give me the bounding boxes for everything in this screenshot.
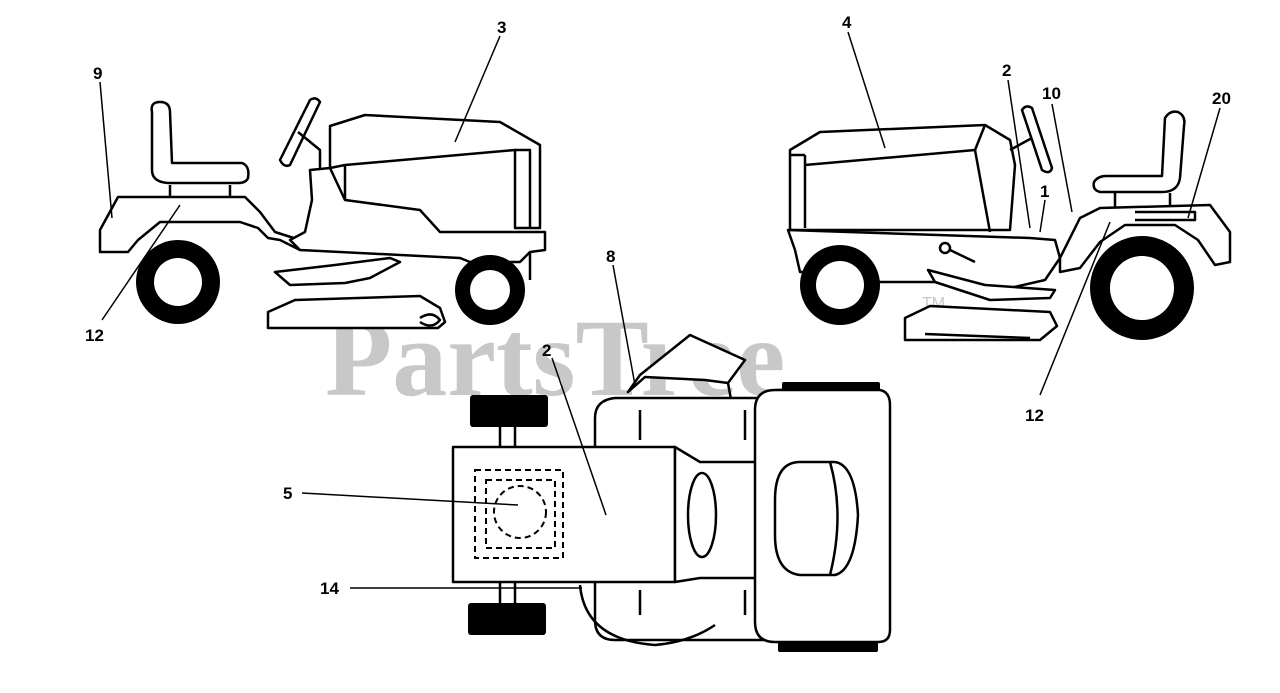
seat-left <box>150 100 250 185</box>
callout-9: 9 <box>93 64 102 83</box>
seat-right <box>1092 110 1186 194</box>
callout-20: 20 <box>1212 89 1231 108</box>
callout-5: 5 <box>283 484 292 503</box>
steering-wheel-right <box>1020 105 1054 174</box>
hood-left <box>328 113 542 230</box>
callout-12-left: 12 <box>85 326 104 345</box>
callout-3: 3 <box>497 18 506 37</box>
callout-2-top: 2 <box>542 341 551 360</box>
callout-1: 1 <box>1040 182 1049 201</box>
tractor-right-side-view <box>786 105 1232 342</box>
tractor-left-side-view <box>98 97 547 330</box>
mower-deck-left <box>266 294 447 330</box>
mower-deck-right <box>903 304 1059 342</box>
leader-lines <box>99 31 1221 589</box>
rear-tire-top-lower <box>468 603 546 635</box>
callout-4: 4 <box>842 13 852 32</box>
rear-fender-right <box>1058 203 1232 274</box>
callout-10: 10 <box>1042 84 1061 103</box>
tractor-top-view <box>451 333 892 652</box>
rear-tire-top-upper <box>470 395 548 427</box>
frame-left <box>288 166 547 264</box>
seat-top-view <box>626 333 747 394</box>
callout-8: 8 <box>606 247 615 266</box>
callout-12-right: 12 <box>1025 406 1044 425</box>
callout-14: 14 <box>320 579 339 598</box>
callout-2-right: 2 <box>1002 61 1011 80</box>
